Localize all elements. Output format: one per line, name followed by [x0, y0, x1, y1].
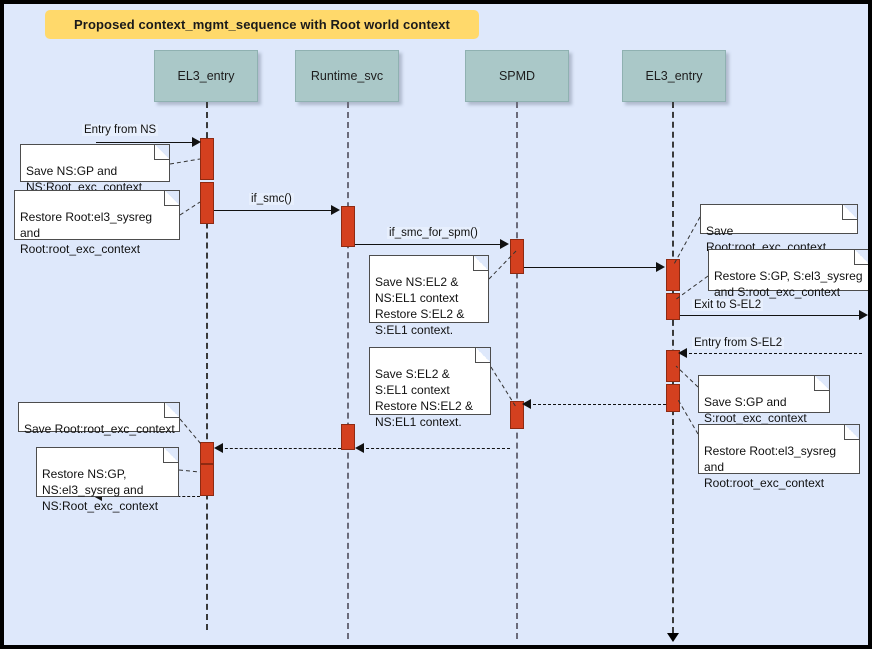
note-restore-root-el3-sysreg-right: Restore Root:el3_sysreg and Root:root_ex… — [698, 424, 860, 490]
note-save-ns-el2-restore-s-el2: Save NS:EL2 & NS:EL1 context Restore S:E… — [369, 255, 489, 337]
activation-bar — [510, 239, 524, 274]
note-connector — [676, 397, 699, 435]
message-line-spmd-to-el3-entry — [524, 267, 658, 268]
arrowhead-icon — [678, 348, 687, 358]
arrowhead-icon — [522, 399, 531, 409]
activation-bar — [510, 401, 524, 429]
page-title: Proposed context_mgmt_sequence with Root… — [74, 17, 450, 32]
message-line-if-smc-for-spm — [355, 244, 502, 245]
participant-label: EL3_entry — [177, 69, 235, 83]
activation-bar — [341, 424, 355, 450]
activation-bar — [200, 182, 214, 224]
note-text: Save NS:EL2 & NS:EL1 context Restore S:E… — [375, 275, 465, 337]
activation-bar — [666, 293, 680, 320]
note-fold-corner-icon — [164, 191, 179, 206]
note-connector — [178, 469, 201, 473]
note-save-s-gp: Save S:GP and S:root_exc_context — [698, 375, 830, 425]
note-connector — [169, 158, 201, 165]
note-text: Save Root:root_exc_context — [24, 422, 175, 436]
arrowhead-icon — [355, 443, 364, 453]
arrowhead-icon — [500, 239, 509, 249]
note-text: Save S:EL2 & S:EL1 context Restore NS:EL… — [375, 367, 474, 429]
activation-bar — [200, 138, 214, 180]
note-restore-s-gp-s-el3-sysreg: Restore S:GP, S:el3_sysreg and S:root_ex… — [708, 249, 868, 299]
lifeline-runtime-svc — [347, 102, 349, 639]
note-text: Save S:GP and S:root_exc_context — [704, 395, 807, 425]
message-line-el3-entry-to-spmd-return — [528, 404, 666, 405]
participant-el3-entry-left[interactable]: EL3_entry — [154, 50, 258, 102]
arrowhead-icon — [192, 137, 201, 147]
note-fold-corner-icon — [475, 348, 490, 363]
message-label-exit-to-s-el2: Exit to S-EL2 — [692, 299, 764, 311]
participant-label: Runtime_svc — [310, 69, 384, 83]
participant-el3-entry-right[interactable]: EL3_entry — [622, 50, 726, 102]
activation-bar — [666, 384, 680, 412]
lifeline-el3-entry-left — [206, 102, 208, 630]
note-fold-corner-icon — [164, 403, 179, 418]
message-label-entry-from-ns: Entry from NS — [82, 124, 159, 136]
note-fold-corner-icon — [842, 205, 857, 220]
note-save-ns-gp: Save NS:GP and NS:Root_exc_context — [20, 144, 170, 194]
message-line-if-smc — [214, 210, 333, 211]
message-line-entry-from-s-el2 — [684, 353, 862, 354]
note-text: Restore S:GP, S:el3_sysreg and S:root_ex… — [714, 269, 863, 299]
note-text: Restore Root:el3_sysreg and Root:root_ex… — [704, 444, 837, 490]
lifeline-spmd — [516, 102, 518, 639]
note-restore-ns-gp: Restore NS:GP, NS:el3_sysreg and NS:Root… — [36, 447, 179, 513]
note-text: Restore NS:GP, NS:el3_sysreg and NS:Root… — [42, 467, 159, 513]
note-connector — [179, 418, 202, 445]
note-connector — [179, 201, 201, 216]
note-fold-corner-icon — [154, 145, 169, 160]
arrowhead-icon — [214, 443, 223, 453]
arrowhead-icon — [331, 205, 340, 215]
note-text: Restore Root:el3_sysreg and Root:root_ex… — [20, 210, 153, 256]
note-save-root-root-exc-context-left: Save Root:root_exc_context — [18, 402, 180, 436]
participant-label: EL3_entry — [645, 69, 703, 83]
diagram-title-banner: Proposed context_mgmt_sequence with Root… — [45, 10, 479, 39]
participant-label: SPMD — [498, 69, 536, 83]
activation-bar — [341, 206, 355, 247]
participant-runtime-svc[interactable]: Runtime_svc — [295, 50, 399, 102]
activation-bar — [666, 259, 680, 291]
arrowhead-icon — [656, 262, 665, 272]
activation-bar — [200, 464, 214, 496]
message-label-entry-from-s-el2: Entry from S-EL2 — [692, 337, 785, 349]
message-line-exit-to-s-el2 — [680, 315, 861, 316]
note-fold-corner-icon — [844, 425, 859, 440]
note-save-s-el2-restore-ns-el2: Save S:EL2 & S:EL1 context Restore NS:EL… — [369, 347, 491, 429]
arrowhead-icon — [859, 310, 868, 320]
note-fold-corner-icon — [163, 448, 178, 463]
note-fold-corner-icon — [473, 256, 488, 271]
participant-spmd[interactable]: SPMD — [465, 50, 569, 102]
message-line-runtime-svc-to-el3-entry-return — [220, 448, 341, 449]
lifeline-end-arrow-icon — [667, 633, 679, 642]
activation-bar — [200, 442, 214, 464]
message-label-if-smc-for-spm: if_smc_for_spm() — [387, 227, 480, 239]
note-save-root-root-exc-context: Save Root:root_exc_context — [700, 204, 858, 254]
note-restore-root-el3-sysreg: Restore Root:el3_sysreg and Root:root_ex… — [14, 190, 180, 256]
note-fold-corner-icon — [854, 250, 868, 265]
note-fold-corner-icon — [814, 376, 829, 391]
message-line-spmd-to-runtime-svc-return — [361, 448, 510, 449]
message-line-entry-from-ns — [96, 142, 194, 143]
message-label-if-smc: if_smc() — [249, 193, 294, 205]
